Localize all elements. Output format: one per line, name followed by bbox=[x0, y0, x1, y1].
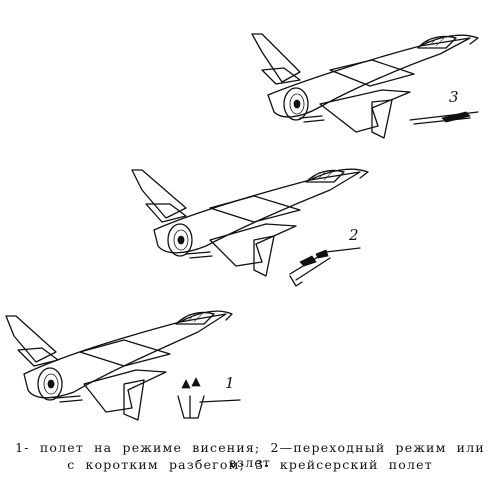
label-3: 3 bbox=[449, 88, 459, 106]
aircraft-1-hover bbox=[5, 310, 241, 421]
aircraft-2-transition bbox=[131, 168, 369, 287]
label-1: 1 bbox=[225, 374, 235, 392]
caption-line-2: с коротким разбегом; 3- крейсерский поле… bbox=[67, 457, 433, 472]
label-2: 2 bbox=[349, 226, 359, 244]
aircraft-3-cruise bbox=[251, 33, 479, 139]
caption-line-1: 1- полет на режиме висения; 2—переходный… bbox=[15, 440, 485, 470]
